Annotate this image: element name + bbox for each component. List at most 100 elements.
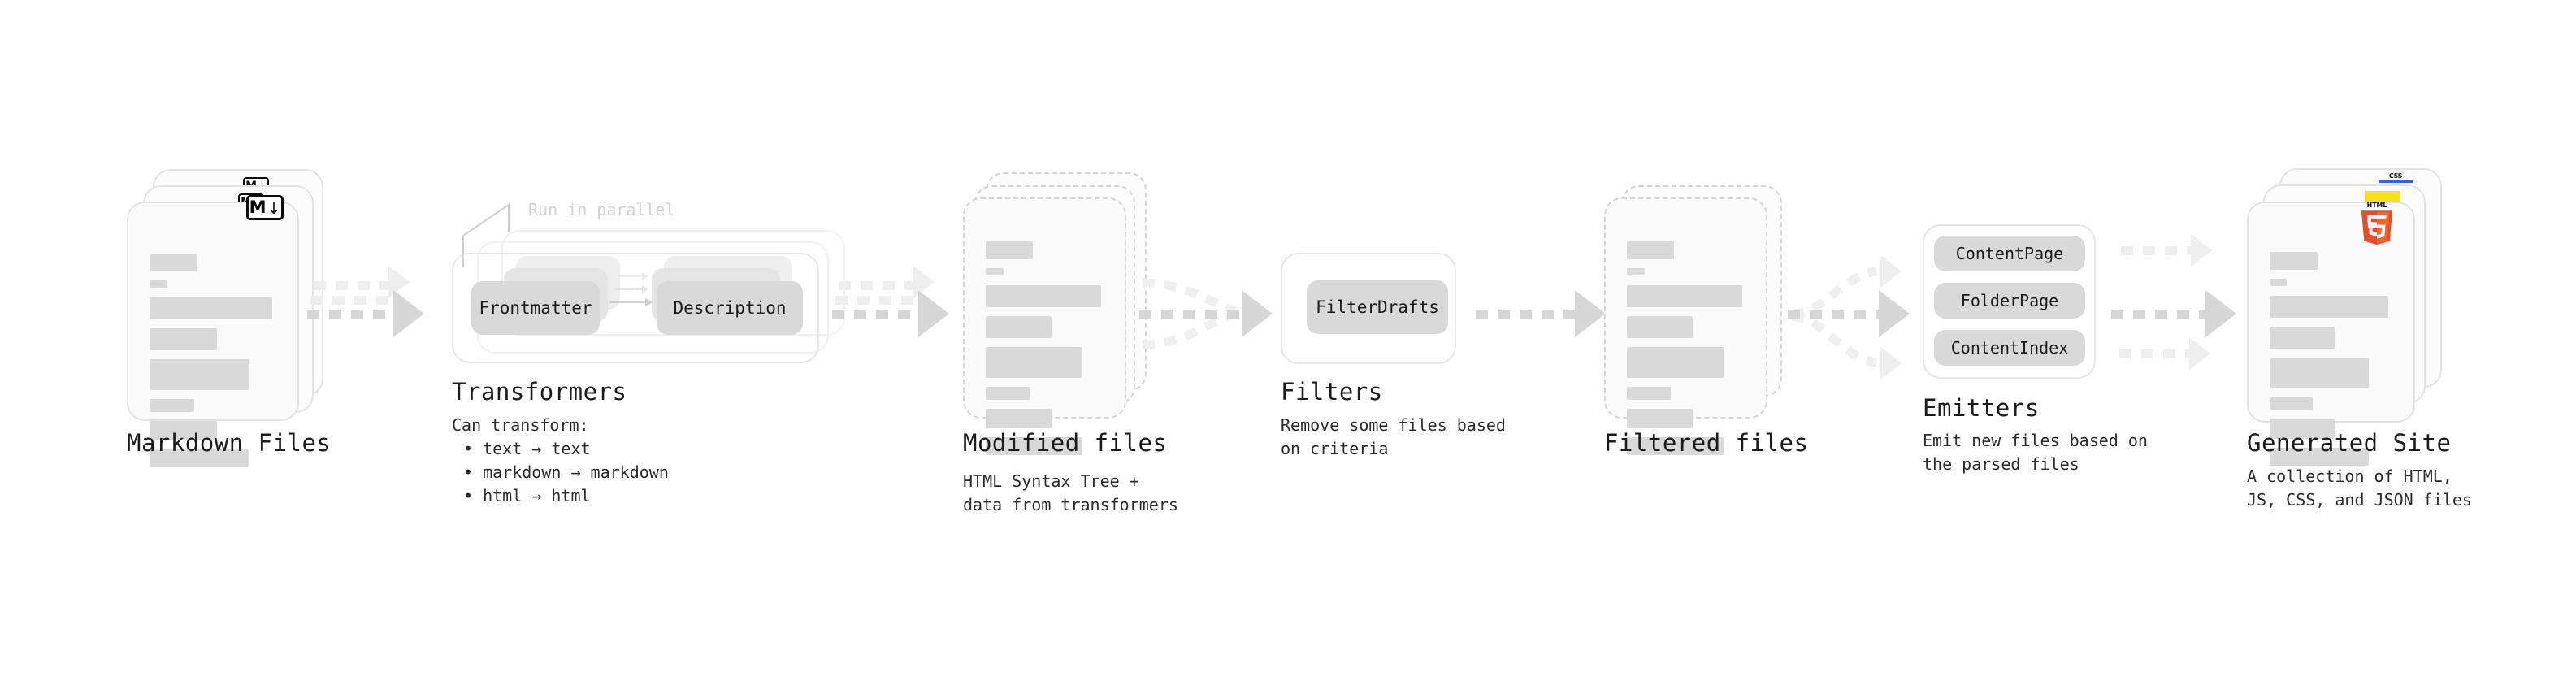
emitter-chip-contentpage[interactable]: ContentPage	[1934, 236, 2085, 271]
arrow-head-faded	[1880, 255, 1902, 288]
parallel-bracket	[462, 203, 510, 267]
content-bar	[2270, 448, 2370, 466]
arrow-dots-faded	[314, 281, 395, 290]
css-badge-underline	[2379, 180, 2413, 183]
transformers-subtitle-line: • html → html	[463, 486, 591, 505]
emitters-title: Emitters	[1923, 394, 2040, 422]
content-bar	[150, 254, 198, 271]
transformer-chip-frontmatter[interactable]: Frontmatter	[471, 281, 600, 335]
arrow-dots	[1476, 310, 1581, 319]
content-bar	[150, 421, 217, 440]
content-bar	[2270, 252, 2318, 270]
filters-subtitle-line: on criteria	[1281, 439, 1389, 458]
modified-files-subtitle-line: data from transformers	[963, 495, 1178, 514]
run-in-parallel-label: Run in parallel	[528, 200, 675, 219]
content-bar	[2270, 279, 2288, 286]
arrow-dots	[2111, 310, 2212, 319]
filters-subtitle-line: Remove some files based	[1281, 415, 1506, 435]
content-bar	[986, 387, 1030, 400]
content-bar	[150, 328, 217, 350]
site-card-front	[2247, 202, 2415, 466]
content-bar	[986, 316, 1052, 338]
content-bar	[1627, 437, 1724, 455]
emitters-subtitle-line: the parsed files	[1923, 454, 2079, 474]
content-bar	[2270, 358, 2370, 388]
arrow-dots	[1788, 310, 1887, 319]
markdown-badge: M ↓	[246, 195, 284, 220]
modified-card-bars	[986, 241, 1104, 464]
content-bar	[986, 409, 1052, 428]
arrow-dots-faded	[2121, 246, 2196, 255]
content-bar	[2270, 296, 2389, 318]
arrow-head-faded	[2189, 337, 2210, 370]
modified-files-title: Modified files	[963, 429, 1168, 457]
transformer-inner-arrows	[609, 272, 653, 306]
html5-badge: HTML	[2361, 202, 2393, 245]
filters-title: Filters	[1281, 378, 1383, 406]
transformers-group-front	[452, 253, 819, 363]
arrow-head	[393, 290, 424, 337]
filtered-card-front	[1604, 197, 1767, 455]
arrow-dots-faded	[2119, 349, 2194, 358]
content-bar	[986, 437, 1082, 455]
html5-badge-label: HTML	[2367, 202, 2387, 209]
content-bar	[1627, 387, 1671, 400]
modified-card-front	[963, 197, 1126, 455]
content-bar	[986, 268, 1004, 275]
generated-site-title: Generated Site	[2247, 429, 2452, 457]
transformers-title: Transformers	[452, 378, 627, 406]
arrow-dots	[832, 310, 923, 319]
content-bar	[986, 285, 1102, 307]
content-bar	[150, 449, 250, 467]
arrow-dots	[1139, 310, 1247, 319]
emitters-group	[1923, 224, 2096, 379]
arrow-head	[1575, 290, 1606, 337]
filters-subtitle: Remove some files based on criteria	[1281, 414, 1506, 461]
filters-group	[1281, 253, 1456, 364]
transformers-subtitle-line: • markdown → markdown	[463, 462, 669, 482]
markdown-files-title: Markdown Files	[127, 429, 332, 457]
filtered-card-bars	[1627, 241, 1745, 464]
content-bar	[1627, 268, 1645, 275]
generated-site-subtitle-line: A collection of HTML,	[2247, 466, 2452, 486]
content-bar	[1627, 285, 1743, 307]
generated-site-subtitle-line: JS, CSS, and JSON files	[2247, 490, 2472, 510]
content-bar	[1627, 347, 1724, 378]
generated-site-subtitle: A collection of HTML, JS, CSS, and JSON …	[2247, 465, 2472, 512]
css-badge-label: CSS	[2388, 172, 2403, 180]
transformers-subtitle-line: Can transform:	[452, 415, 589, 435]
content-bar	[986, 347, 1082, 378]
arrow-dots	[307, 310, 398, 319]
arrow-head-faded	[1880, 347, 1902, 380]
emitters-subtitle: Emit new files based on the parsed files	[1923, 429, 2148, 476]
transformers-subtitle: Can transform: • text → text • markdown …	[452, 414, 669, 508]
content-bar	[150, 280, 167, 288]
content-bar	[150, 297, 273, 319]
transformer-chip-description[interactable]: Description	[657, 281, 803, 335]
markdown-card-front	[127, 202, 299, 467]
markdown-badge-arrow-icon: ↓	[267, 197, 281, 218]
content-bar	[1627, 409, 1693, 428]
content-bar	[150, 399, 194, 412]
markdown-badge-letter: M	[249, 197, 267, 217]
content-bar	[1627, 241, 1674, 259]
site-card-bars	[2270, 252, 2392, 475]
transformers-subtitle-line: • text → text	[463, 439, 591, 458]
content-bar	[2270, 419, 2335, 439]
arrow-head	[2205, 290, 2236, 337]
arrow-head	[918, 290, 949, 337]
modified-files-subtitle: HTML Syntax Tree + data from transformer…	[963, 470, 1178, 517]
css-badge: CSS	[2379, 172, 2413, 183]
arrow-dots-faded	[835, 296, 920, 305]
arrow-head-faded	[2191, 234, 2212, 267]
filter-chip-filterdrafts[interactable]: FilterDrafts	[1307, 280, 1448, 334]
content-bar	[2270, 327, 2335, 349]
emitter-chip-contentindex[interactable]: ContentIndex	[1934, 330, 2085, 366]
arrow-dots-faded	[839, 281, 920, 290]
arrow-head	[1242, 290, 1273, 337]
filtered-files-title: Filtered files	[1604, 429, 1809, 457]
arrow-head	[1879, 290, 1910, 337]
markdown-card-bars	[150, 254, 276, 476]
emitter-chip-folderpage[interactable]: FolderPage	[1934, 283, 2085, 319]
